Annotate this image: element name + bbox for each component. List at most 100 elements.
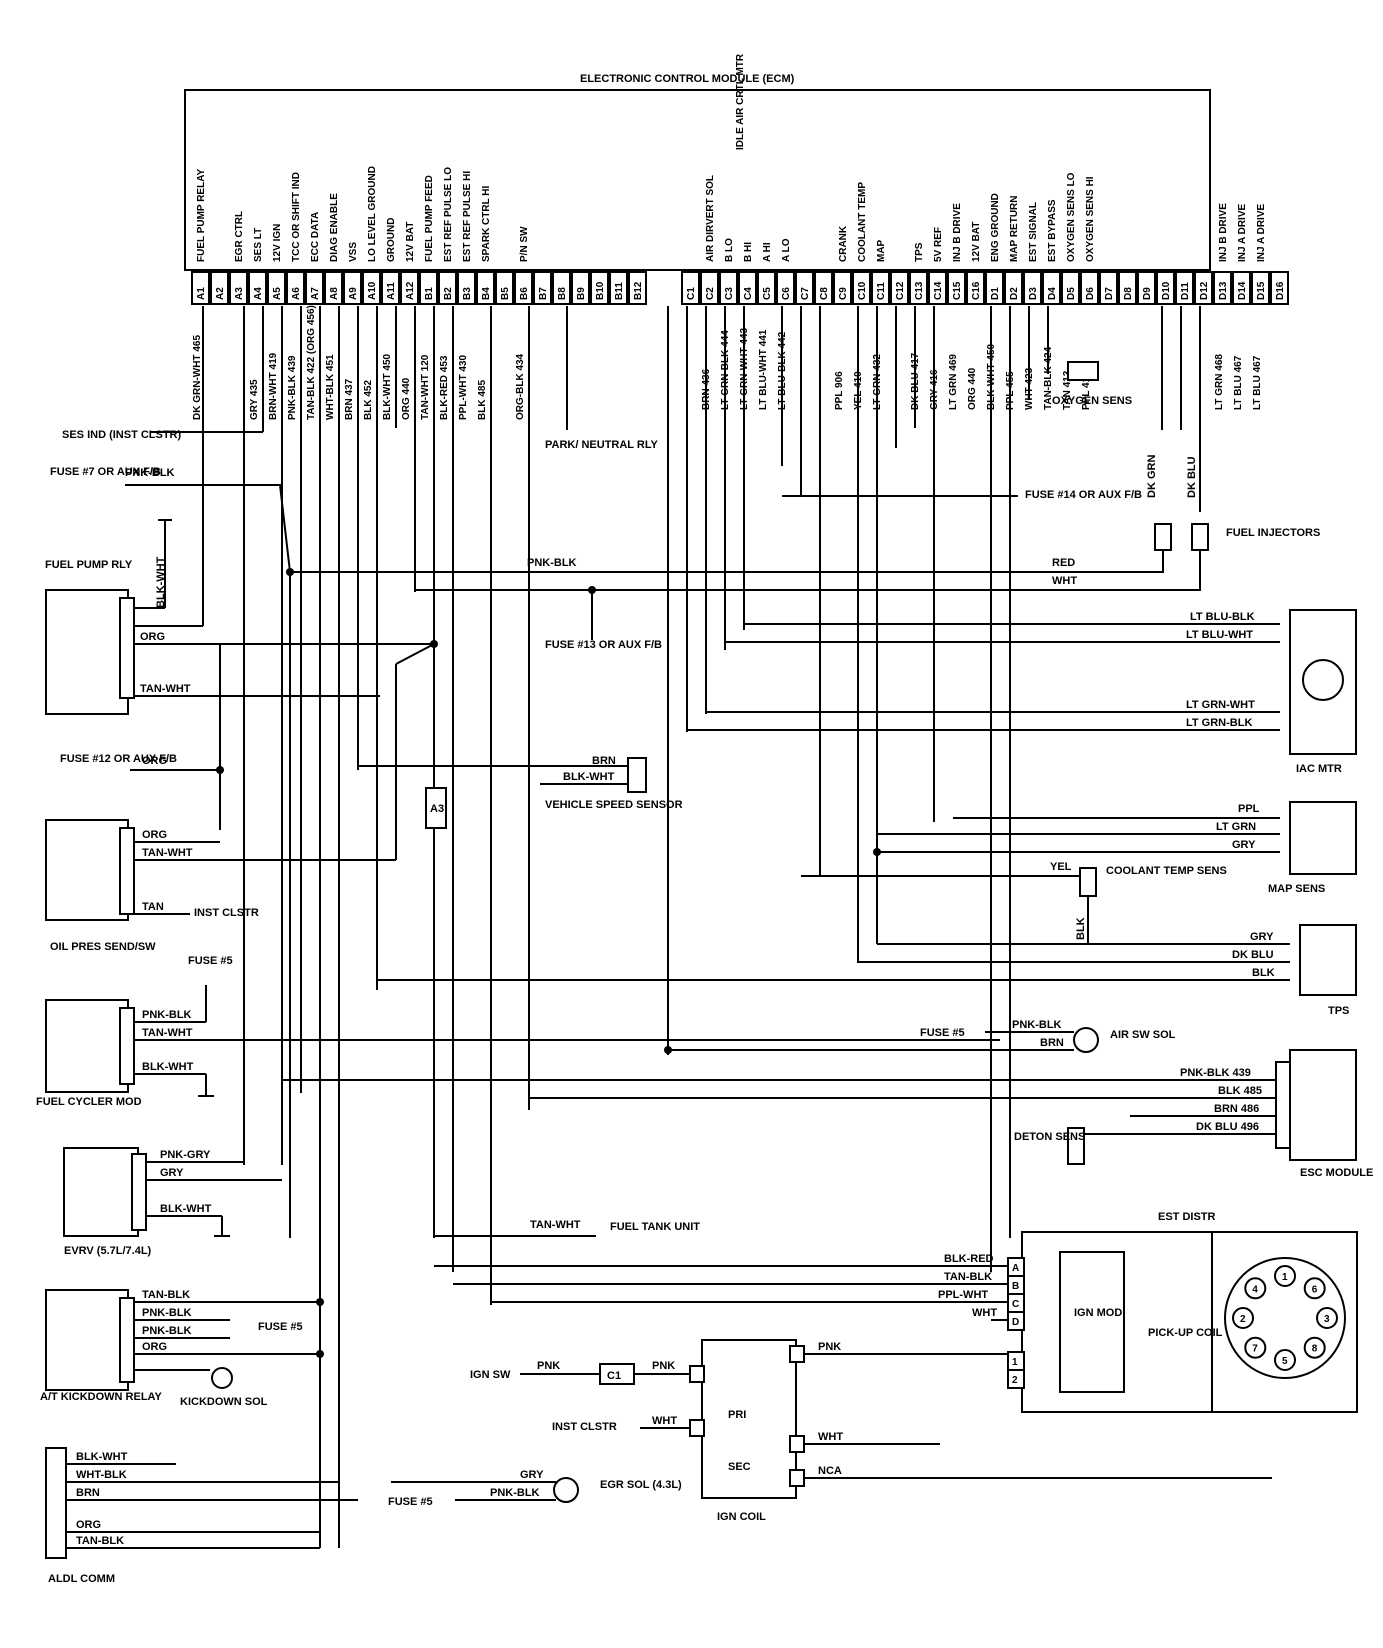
a3-label: A3 bbox=[430, 803, 444, 815]
distr-terminal bbox=[1232, 1307, 1254, 1329]
pickup-label: PICK-UP COIL bbox=[1148, 1327, 1223, 1339]
distr-pin-1: 1 bbox=[1012, 1357, 1018, 1368]
wire-label: TAN-BLK 424 bbox=[1043, 346, 1054, 410]
distr-terminal-label: 2 bbox=[1240, 1314, 1246, 1325]
kickdown-relay bbox=[45, 1289, 129, 1391]
ecm-function-label: SES LT bbox=[253, 228, 264, 262]
wire-pnk-blk-439: PNK-BLK 439 bbox=[1180, 1067, 1251, 1079]
wire-gry-4: GRY bbox=[1250, 931, 1274, 943]
ecm-function-label: EST REF PULSE HI bbox=[462, 171, 473, 262]
wire-gry-3: GRY bbox=[1232, 839, 1256, 851]
ecm-pin-label: C11 bbox=[876, 282, 887, 300]
wire-label: DK GRN-WHT 465 bbox=[192, 335, 203, 420]
wire-brn-1: BRN bbox=[76, 1487, 100, 1499]
distr-terminal-label: 7 bbox=[1252, 1344, 1258, 1355]
ecm-pin-label: C1 bbox=[686, 287, 697, 300]
wire-blk-1: BLK bbox=[1075, 917, 1087, 940]
fuse5a-label: FUSE #5 bbox=[188, 955, 233, 967]
wire-label: PPL 906 bbox=[834, 371, 845, 410]
wire-label: BRN 437 bbox=[344, 378, 355, 420]
ecm-pin-label: D3 bbox=[1028, 287, 1039, 300]
distr-terminal bbox=[1244, 1277, 1267, 1300]
wire-pnk-blk-2: PNK-BLK bbox=[527, 557, 577, 569]
wire-pnk-blk-6: PNK-BLK bbox=[490, 1487, 540, 1499]
wire-gry-1: GRY bbox=[160, 1167, 184, 1179]
wire-label: PNK-BLK 439 bbox=[287, 355, 298, 420]
ecm-pin bbox=[419, 271, 438, 305]
wire-ppl: PPL bbox=[1238, 803, 1260, 815]
ecm-pin-label: C10 bbox=[857, 281, 868, 300]
distr-letter: B bbox=[1012, 1281, 1019, 1292]
ecm-pin-label: A11 bbox=[386, 282, 397, 300]
ecm-pin bbox=[1232, 271, 1251, 305]
ecm-function-label: A HI bbox=[762, 242, 773, 262]
wire-brn-2: BRN bbox=[592, 755, 616, 767]
wire-lt-grn-wht: LT GRN-WHT bbox=[1186, 699, 1255, 711]
ecm-pin bbox=[590, 271, 609, 305]
ses-ind-label: SES IND (INST CLSTR) bbox=[62, 429, 182, 441]
wire-label: ORG-BLK 434 bbox=[515, 353, 526, 420]
ecm-function-label: 12V BAT bbox=[971, 222, 982, 262]
ecm-pin-label: C7 bbox=[800, 287, 811, 300]
oil-pres-label: OIL PRES SEND/SW bbox=[50, 941, 156, 953]
ecm-pin-label: A5 bbox=[272, 287, 283, 300]
ecm-pin-label: D1 bbox=[990, 287, 1001, 300]
inst-clstr-label: INST CLSTR bbox=[194, 907, 259, 919]
ecm-pin-label: D8 bbox=[1123, 287, 1134, 300]
wire-label: PPL 412 bbox=[1081, 371, 1092, 410]
evrv bbox=[63, 1147, 139, 1237]
wire-pnk-blk-5: PNK-BLK bbox=[142, 1325, 192, 1337]
map-sens-label: MAP SENS bbox=[1268, 883, 1325, 895]
ecm-pin bbox=[1213, 271, 1232, 305]
fuse13-label: FUSE #13 OR AUX F/B bbox=[545, 639, 662, 651]
ecm-function-label: FUEL PUMP FEED bbox=[424, 175, 435, 262]
ecm-function-label: EST BYPASS bbox=[1047, 199, 1058, 262]
ecm-function-label: VSS bbox=[348, 242, 359, 262]
oil-pres-switch bbox=[45, 819, 129, 921]
ecm-pin bbox=[966, 271, 985, 305]
ecm-pin-label: A4 bbox=[253, 287, 264, 300]
ecm-pin bbox=[795, 271, 814, 305]
ecm-pin bbox=[514, 271, 533, 305]
distr-terminal-label: 1 bbox=[1282, 1272, 1288, 1283]
ecm-pin-label: A10 bbox=[367, 281, 378, 300]
fuel-cycler-label: FUEL CYCLER MOD bbox=[36, 1096, 142, 1108]
inst-clstr-label-2: INST CLSTR bbox=[552, 1421, 617, 1433]
ecm-pin-label: A3 bbox=[234, 287, 245, 300]
wire-label: LT GRN 468 bbox=[1214, 354, 1225, 410]
wire-label: LT BLU 467 bbox=[1252, 355, 1263, 410]
ecm-pin bbox=[362, 271, 381, 305]
distr-terminal bbox=[1274, 1349, 1296, 1371]
wire-tan-blk-1: TAN-BLK bbox=[142, 1289, 190, 1301]
ecm-pin-label: D6 bbox=[1085, 287, 1096, 300]
wire-blk-485: BLK 485 bbox=[1218, 1085, 1262, 1097]
ecm-box bbox=[184, 89, 1211, 271]
ecm-pin-label: A7 bbox=[310, 287, 321, 300]
ecm-pin bbox=[700, 271, 719, 305]
wire-yel: YEL bbox=[1050, 861, 1072, 873]
wire-org-2: ORG bbox=[142, 755, 167, 767]
ecm-pin-label: D15 bbox=[1256, 281, 1267, 300]
wire-tan-wht-2: TAN-WHT bbox=[142, 847, 193, 859]
injector-1 bbox=[1191, 523, 1209, 551]
ecm-function-label: A LO bbox=[781, 238, 792, 262]
wire-label: BLK-WHT 450 bbox=[382, 353, 393, 420]
ecm-pin bbox=[833, 271, 852, 305]
distr-letter: D bbox=[1012, 1317, 1019, 1328]
ecm-function-label: AIR DIRVERT SOL bbox=[705, 175, 716, 262]
ecm-pin bbox=[1004, 271, 1023, 305]
ecm-function-label: DIAG ENABLE bbox=[329, 193, 340, 262]
ecm-pin-label: A1 bbox=[196, 287, 207, 300]
ecm-function-label: INJ A DRIVE bbox=[1256, 204, 1267, 262]
ecm-pin bbox=[814, 271, 833, 305]
ecm-pin bbox=[1270, 271, 1289, 305]
wire-label: TAN-WHT 120 bbox=[420, 354, 431, 420]
ecm-function-label: INJ A DRIVE bbox=[1237, 204, 1248, 262]
ecm-pin bbox=[1023, 271, 1042, 305]
ecm-function-label: GROUND bbox=[386, 218, 397, 262]
deton-sens bbox=[1067, 1127, 1085, 1165]
wire-brn-3: BRN bbox=[1040, 1037, 1064, 1049]
oxygen-sens bbox=[1067, 361, 1099, 381]
